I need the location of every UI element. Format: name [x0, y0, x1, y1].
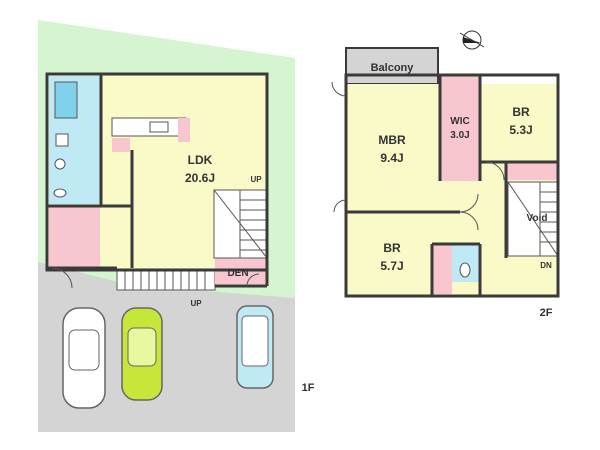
balcony-door [331, 81, 347, 97]
mbr-size: 9.4J [380, 151, 403, 165]
floor2-label: 2F [540, 307, 553, 319]
car-icon [236, 305, 274, 389]
void-closet [506, 162, 558, 180]
den-door [246, 273, 260, 287]
balcony-name: Balcony [371, 62, 415, 74]
toilet-icon [459, 262, 471, 278]
entrance-hall [100, 206, 132, 268]
br1-door [485, 161, 505, 181]
br2-name: BR [383, 241, 401, 255]
toilet-room [49, 182, 101, 204]
ldk-name: LDK [188, 153, 213, 167]
ldk-stairs [213, 189, 268, 259]
ldk-size: 20.6J [185, 171, 215, 185]
floor1-label: 1F [302, 382, 315, 394]
wic-name: WIC [450, 116, 469, 127]
br2-size: 5.7J [380, 259, 403, 273]
stairs-1f [116, 269, 216, 291]
den-name: DEN [227, 268, 248, 279]
mbr-name: MBR [378, 133, 406, 147]
void-stairs [507, 181, 559, 257]
wic-room [440, 75, 480, 181]
car-icon [121, 307, 163, 401]
wic-size: 3.0J [450, 130, 469, 141]
br2-door [459, 211, 479, 231]
entrance-door [51, 267, 73, 289]
counter-pink [178, 118, 190, 142]
wall-1f-outer [45, 72, 269, 272]
compass-icon [459, 30, 485, 50]
br1-name: BR [512, 105, 530, 119]
toilet-icon [53, 188, 67, 198]
stairs-dn-label: DN [540, 261, 552, 270]
br1-size: 5.3J [509, 123, 532, 137]
entrance-up-label: UP [190, 299, 202, 308]
mbr-window [333, 199, 347, 213]
washer-icon [55, 133, 69, 147]
fridge-pink [112, 138, 130, 152]
sink-icon [54, 158, 66, 170]
kitchen-counter [111, 117, 187, 137]
void-name: Void [527, 213, 548, 224]
floor-1f: LDK 20.6J UP DEN UP 1F [38, 20, 315, 432]
bathtub [54, 81, 78, 119]
wall-2f-outer [344, 73, 560, 298]
br2-closet [432, 244, 452, 294]
kitchen-sink [149, 121, 169, 133]
floor-2f: Balcony MBR 9.4J WIC 3.0J BR 5.3J BR 5.7… [331, 47, 560, 319]
car-icon [62, 307, 106, 409]
stairs-up-label: UP [250, 175, 262, 184]
